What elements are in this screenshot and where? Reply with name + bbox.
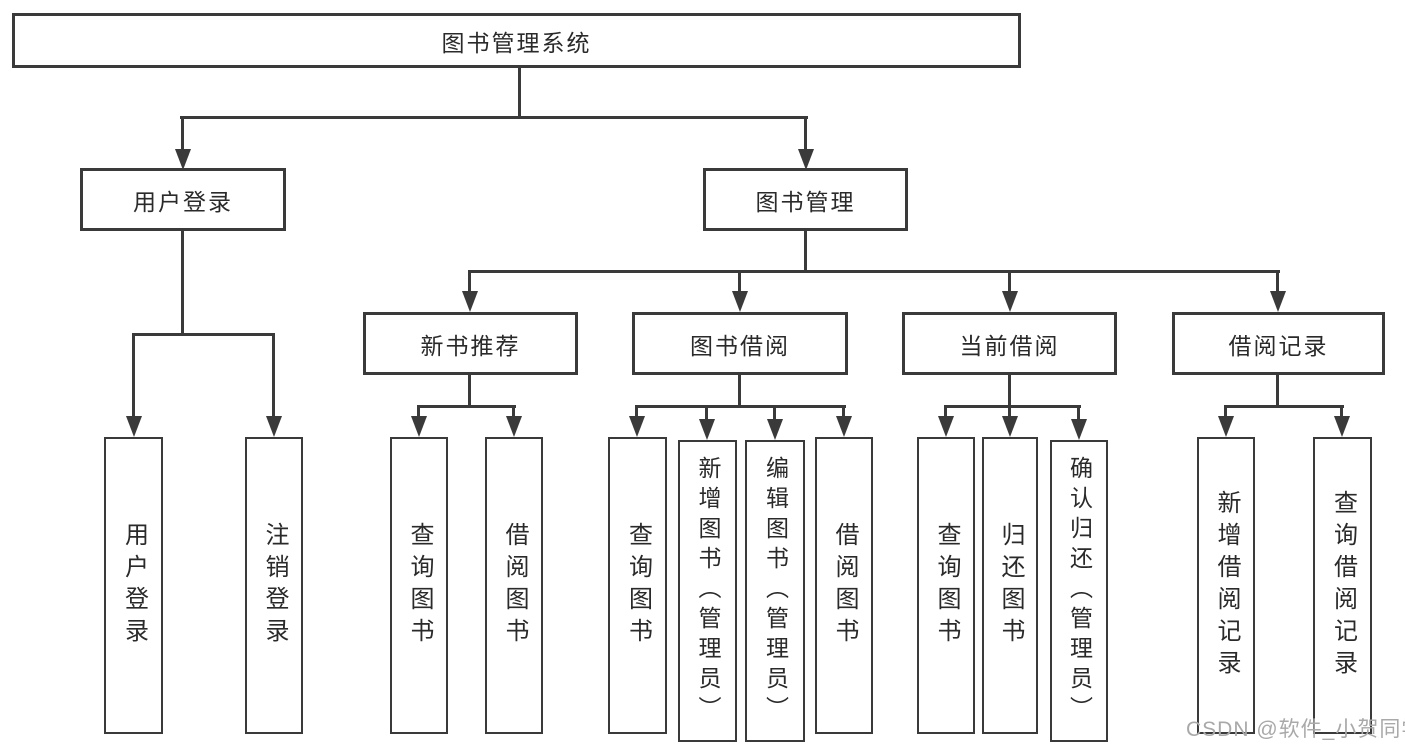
connector-group-bar	[635, 405, 846, 408]
connector-group-drop	[738, 270, 741, 293]
leaf-box-newbook-borrow: 借阅图书	[485, 437, 543, 734]
connector-group-bar	[1224, 405, 1344, 408]
connector-leaf-drop	[1077, 405, 1080, 420]
leaf-box-confirm-return-admin: 确认归还（管理员）	[1050, 440, 1108, 742]
arrow-down-icon	[1071, 419, 1087, 440]
node-label-book-borrow: 图书借阅	[690, 332, 790, 359]
leaf-box-add-book-admin: 新增图书（管理员）	[678, 440, 737, 742]
node-label-borrow-records: 借阅记录	[1228, 332, 1329, 359]
leaf-box-logout: 注销登录	[245, 437, 303, 734]
connector-user-login-stem	[181, 231, 184, 336]
arrow-down-icon	[1270, 291, 1286, 312]
connector-leaf-drop	[512, 405, 515, 417]
connector-group-bar	[417, 405, 516, 408]
leaf-label-newbook-query: 查询图书	[406, 521, 433, 650]
node-label-book-management: 图书管理	[755, 188, 856, 215]
leaf-label-confirm-return-admin: 确认归还（管理员）	[1066, 456, 1093, 726]
connector-user-login-drop	[181, 116, 184, 152]
connector-group-bar	[944, 405, 1081, 408]
arrow-down-icon	[798, 149, 814, 170]
connector-user-login-bar	[132, 333, 275, 336]
connector-leaf-drop	[842, 405, 845, 417]
connector-root-stem	[518, 68, 521, 118]
node-label-new-book-recommend: 新书推荐	[420, 332, 521, 359]
arrow-down-icon	[462, 291, 478, 312]
leaf-box-query-borrow-record: 查询借阅记录	[1313, 437, 1372, 734]
leaf-label-query-borrow-record: 查询借阅记录	[1329, 489, 1357, 682]
arrow-down-icon	[1002, 416, 1018, 437]
connector-level3-bar	[468, 270, 1280, 273]
leaf-box-borrow-book: 借阅图书	[815, 437, 873, 734]
leaf-box-newbook-query: 查询图书	[390, 437, 448, 734]
arrow-down-icon	[767, 419, 783, 440]
leaf-label-borrow-book: 借阅图书	[831, 521, 858, 650]
connector-leaf-drop	[417, 405, 420, 417]
arrow-down-icon	[506, 416, 522, 437]
arrow-down-icon	[836, 416, 852, 437]
node-box-user-login: 用户登录	[80, 168, 286, 231]
leaf-box-user-login: 用户登录	[104, 437, 163, 734]
arrow-down-icon	[629, 416, 645, 437]
leaf-label-current-query: 查询图书	[933, 521, 960, 650]
leaf-label-return-book: 归还图书	[997, 521, 1024, 650]
node-box-book-borrow: 图书借阅	[632, 312, 848, 375]
connector-group-stem	[738, 375, 741, 408]
connector-leaf-drop	[944, 405, 947, 417]
connector-leaf-drop	[705, 405, 708, 420]
arrow-down-icon	[1218, 416, 1234, 437]
arrow-down-icon	[1334, 416, 1350, 437]
connector-group-stem	[1276, 375, 1279, 408]
arrow-down-icon	[938, 416, 954, 437]
node-label-current-borrow: 当前借阅	[959, 332, 1060, 359]
leaf-label-logout: 注销登录	[261, 521, 288, 650]
arrow-down-icon	[732, 291, 748, 312]
arrow-down-icon	[266, 416, 282, 437]
connector-leaf-drop	[1224, 405, 1227, 417]
leaf-label-borrow-query: 查询图书	[624, 521, 652, 650]
leaf-label-user-login: 用户登录	[120, 521, 148, 650]
connector-leaf-drop	[1340, 405, 1343, 417]
connector-group-drop	[1276, 270, 1279, 293]
arrow-down-icon	[411, 416, 427, 437]
node-label-user-login: 用户登录	[133, 188, 233, 215]
connector-group-stem	[468, 375, 471, 408]
leaf-box-edit-book-admin: 编辑图书（管理员）	[745, 440, 805, 742]
connector-group-drop	[1008, 270, 1011, 293]
leaf-box-borrow-query: 查询图书	[608, 437, 667, 734]
connector-leaf-drop	[635, 405, 638, 417]
node-box-new-book-recommend: 新书推荐	[363, 312, 578, 375]
connector-group-stem	[1008, 375, 1011, 408]
arrow-down-icon	[175, 149, 191, 170]
leaf-label-newbook-borrow: 借阅图书	[501, 521, 528, 650]
leaf-box-current-query: 查询图书	[917, 437, 975, 734]
node-box-root: 图书管理系统	[12, 13, 1021, 68]
node-box-book-management: 图书管理	[703, 168, 908, 231]
node-box-current-borrow: 当前借阅	[902, 312, 1117, 375]
leaf-label-add-book-admin: 新增图书（管理员）	[695, 456, 721, 726]
node-label-root: 图书管理系统	[441, 29, 592, 56]
connector-leaf-drop	[132, 333, 135, 417]
csdn-watermark: CSDN @软件_小贺同学	[1186, 718, 1405, 741]
arrow-down-icon	[699, 419, 715, 440]
arrow-down-icon	[126, 416, 142, 437]
connector-leaf-drop	[272, 333, 275, 417]
connector-book-mgmt-stem	[804, 231, 807, 273]
leaf-box-return-book: 归还图书	[982, 437, 1038, 734]
connector-level1-bar	[180, 116, 808, 119]
arrow-down-icon	[1002, 291, 1018, 312]
connector-group-drop	[468, 270, 471, 293]
connector-leaf-drop	[1008, 405, 1011, 417]
leaf-label-edit-book-admin: 编辑图书（管理员）	[762, 456, 789, 726]
leaf-box-add-borrow-record: 新增借阅记录	[1197, 437, 1255, 734]
connector-book-mgmt-drop	[804, 116, 807, 152]
leaf-label-add-borrow-record: 新增借阅记录	[1213, 489, 1240, 682]
node-box-borrow-records: 借阅记录	[1172, 312, 1385, 375]
connector-leaf-drop	[773, 405, 776, 420]
